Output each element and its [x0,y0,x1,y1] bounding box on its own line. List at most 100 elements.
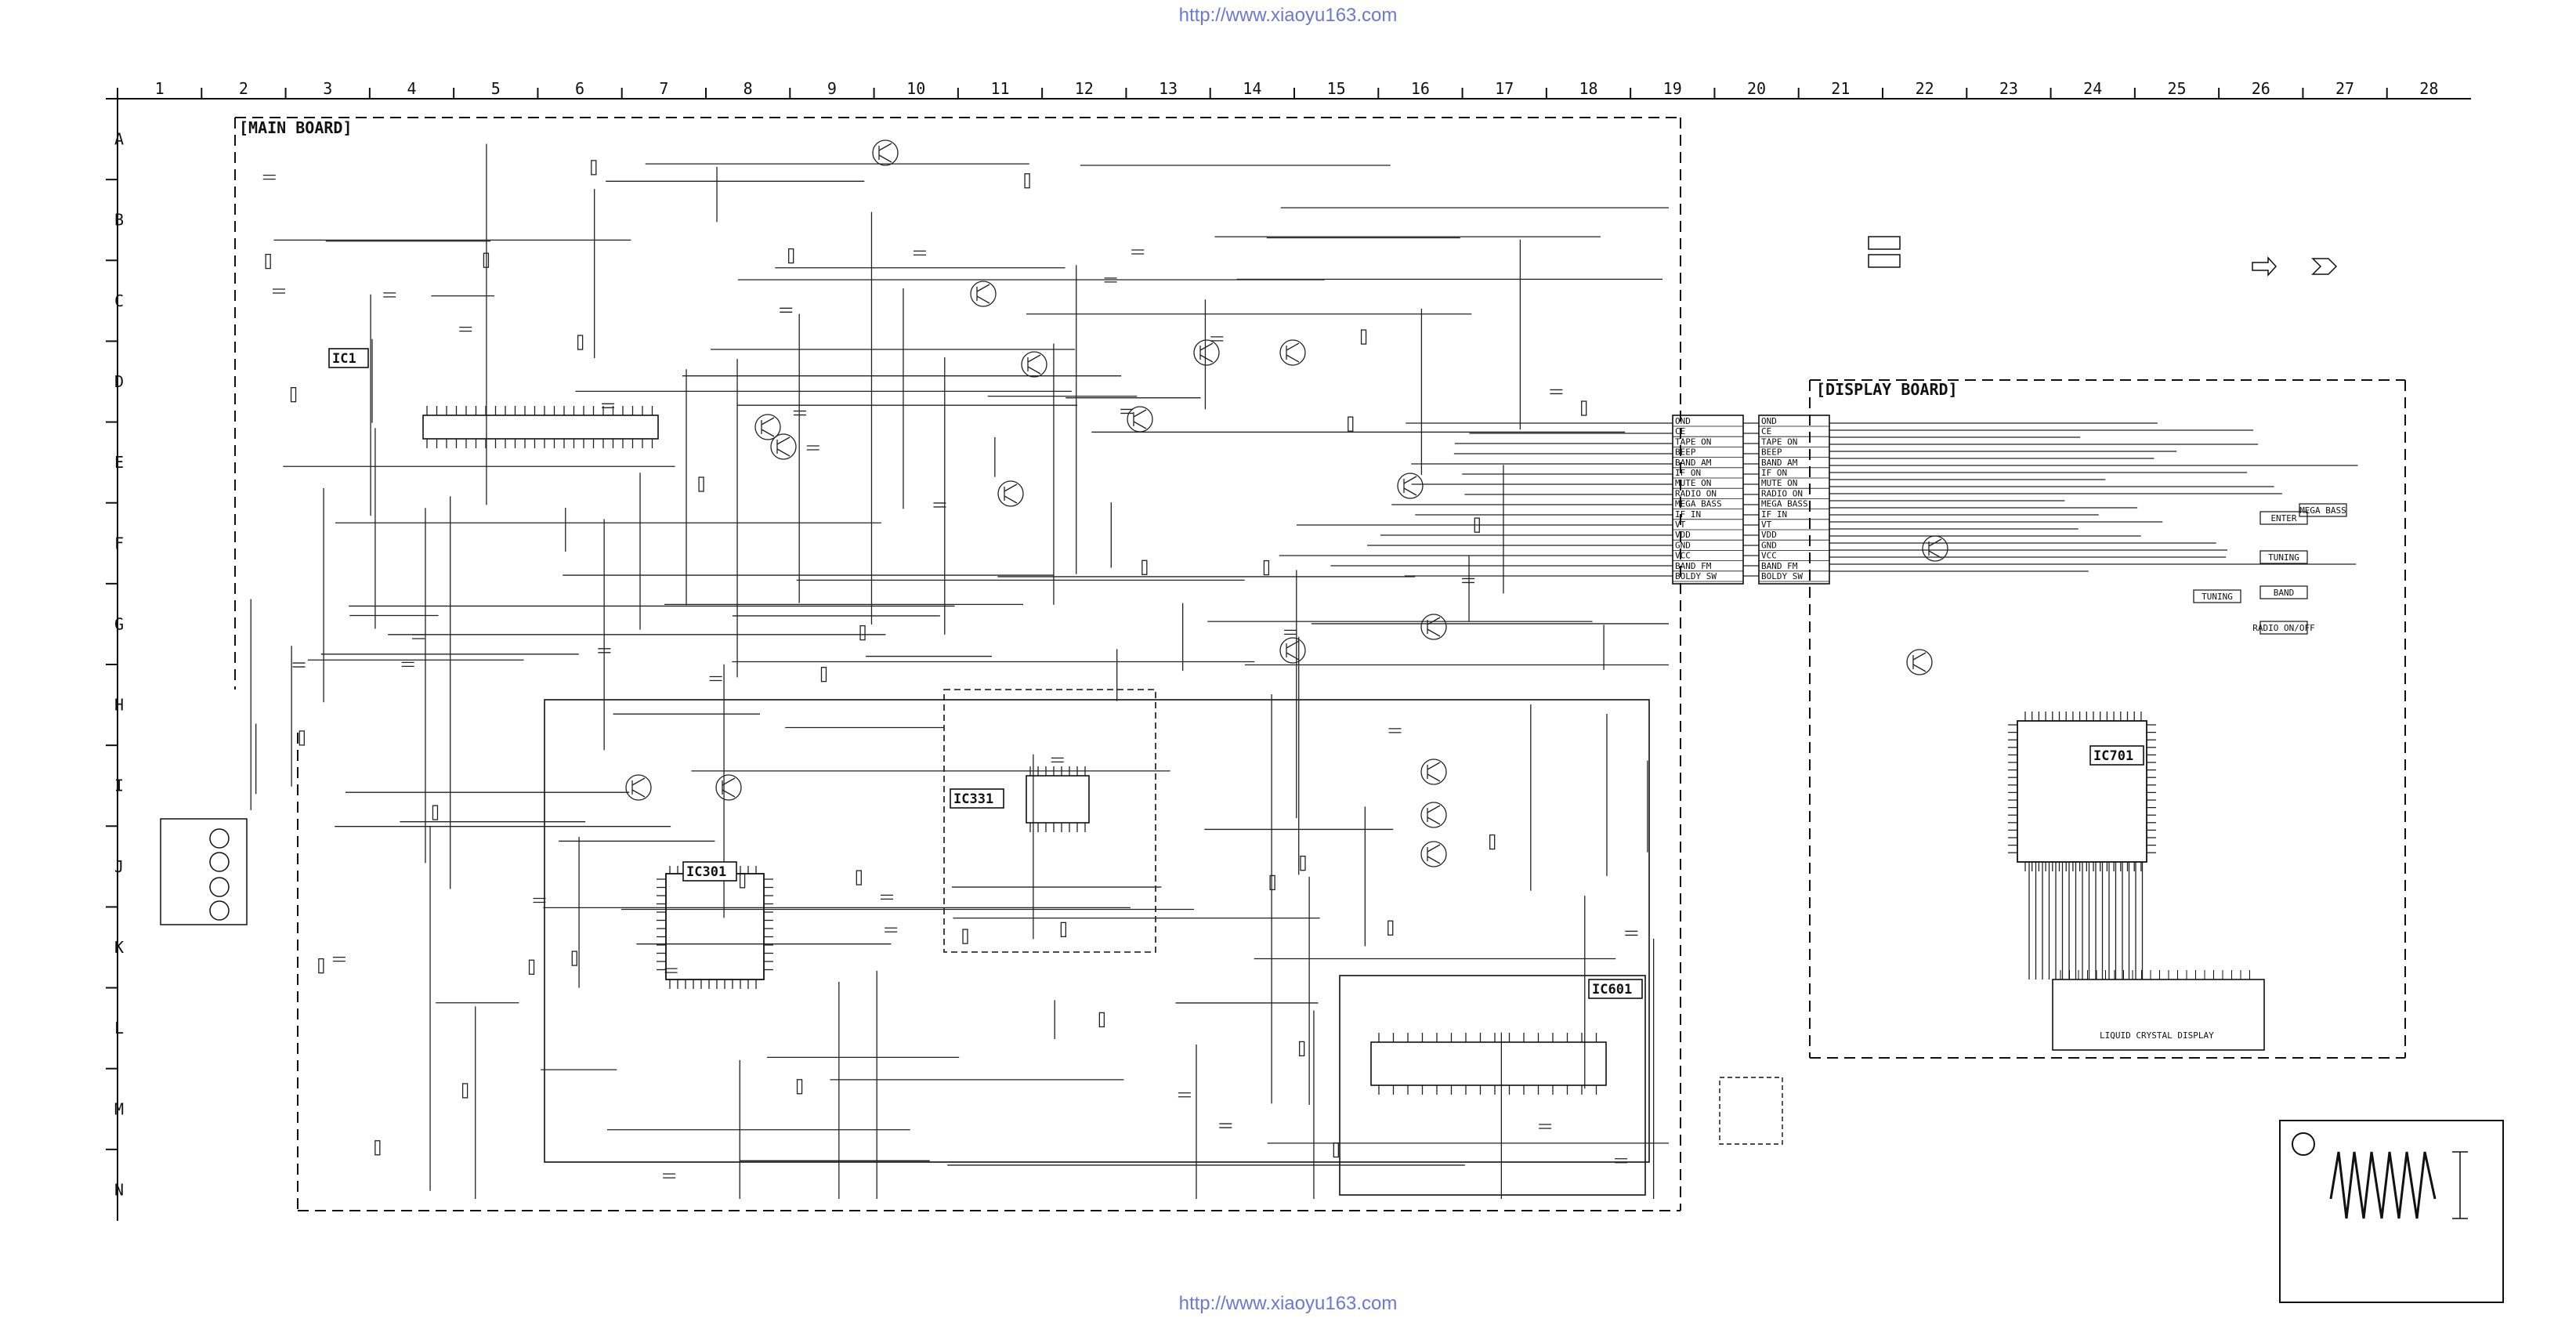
schematic-components [262,139,2156,1179]
grid-row-B: B [114,211,124,230]
cn802-pin-13: GND [1675,540,1691,550]
ic601-chip: IC601 [1370,979,1643,1086]
main-board-title: [MAIN BOARD] [239,118,353,137]
cn802-pin-6: IF ON [1675,468,1701,478]
cn701-pin-2: CE [1761,426,1771,436]
cn701-pin-15: BAND FM [1761,561,1798,571]
switch-s705-label: MEGA BASS [2299,505,2346,516]
cn802-pin-11: VT [1675,520,1686,530]
switch-s701-box [2259,511,2308,525]
grid-row-D: D [114,372,124,391]
ic701-chip: IC701 [2017,720,2147,863]
grid-column-21: 21 [1831,79,1850,98]
grid-row-E: E [114,453,124,472]
cn802-pin-8: RADIO ON [1675,488,1717,498]
switch-s702-label: TUNING [2268,552,2299,563]
grid-row-markers: A B C D E F G H I J K L M N [106,98,124,1199]
ic331-chip: IC331 [950,775,1090,824]
cn802-pin-4: BEEP [1675,447,1696,458]
cn701-pin-6: IF ON [1761,468,1787,478]
cn701-pin-9: MEGA BASS [1761,499,1808,509]
cn802-pin-14: VCC [1675,551,1691,561]
grid-row-H: H [114,696,124,715]
grid-column-14: 14 [1243,79,1261,98]
grid-column-1: 1 [155,79,165,98]
cn802-pin-9: MEGA BASS [1675,499,1722,509]
playback-head [160,818,248,925]
grid-column-5: 5 [491,79,501,98]
watermark-url-top[interactable]: http://www.xiaoyu163.com [1178,5,1398,26]
waveform-inset [2279,1120,2504,1303]
ic301-chip: IC301 [665,861,765,980]
display-board-title: [DISPLAY BOARD] [1816,380,1958,399]
cn701-pin-1: OND [1761,416,1777,426]
grid-column-22: 22 [1916,79,1934,98]
switch-s702-box [2259,550,2308,564]
cn802-pin-12: VDD [1675,530,1691,540]
cn701-pin-12: VDD [1761,530,1777,540]
grid-row-L: L [114,1019,124,1037]
grid-column-9: 9 [827,79,837,98]
cn802-pin-10: IF IN [1675,509,1701,520]
grid-column-27: 27 [2335,79,2354,98]
grid-column-19: 19 [1663,79,1682,98]
capstan-motor [1719,1077,1783,1145]
cn802-pin-3: TAPE ON [1675,436,1711,447]
cn802-pin-16: BOLDY SW [1675,571,1717,581]
grid-row-N: N [114,1180,124,1199]
grid-column-12: 12 [1075,79,1094,98]
legend-boxes [1868,236,2338,277]
cn701-pin-3: TAPE ON [1761,436,1797,447]
cn802-pin-2: CE [1675,426,1685,436]
grid-row-I: I [114,777,124,795]
lcd-label: LIQUID CRYSTAL DISPLAY [2100,1030,2214,1041]
cn802-pin-5: BAND AM [1675,458,1712,468]
grid-column-23: 23 [1999,79,2018,98]
grid-row-K: K [114,938,124,957]
ic301-label: IC301 [686,864,726,880]
ic1-label: IC1 [332,351,356,367]
main-board-outline [234,117,1681,1211]
switch-s704-box [2259,621,2308,635]
display-board-outline [1809,379,2406,1059]
cn802-pin-1: OND [1675,416,1691,426]
grid-column-17: 17 [1495,79,1514,98]
grid-column-25: 25 [2167,79,2186,98]
switch-s706-label: TUNING [2202,592,2233,602]
cn802-pin-15: BAND FM [1675,561,1712,571]
switch-s703-box [2259,585,2308,599]
cn701-pin-4: BEEP [1761,447,1782,458]
cn701-pin-13: GND [1761,540,1777,550]
grid-row-C: C [114,291,124,310]
ic1-chip: IC1 [328,348,659,440]
cn701-pin-10: IF IN [1761,509,1787,520]
grid-row-F: F [114,534,124,552]
switch-s706-box [2193,589,2241,603]
grid-column-4: 4 [407,79,416,98]
grid-column-8: 8 [743,79,753,98]
grid-column-13: 13 [1159,79,1178,98]
grid-column-18: 18 [1579,79,1597,98]
grid-column-6: 6 [575,79,584,98]
grid-column-10: 10 [906,79,925,98]
grid-column-11: 11 [990,79,1009,98]
grid-column-2: 2 [239,79,248,98]
switch-s705-box [2299,503,2347,517]
watermark-url-bottom[interactable]: http://www.xiaoyu163.com [1178,1293,1398,1314]
grid-column-3: 3 [323,79,332,98]
ic301-region-box [544,689,1650,1196]
ic601-label: IC601 [1592,982,1632,998]
cn701-pin-16: BOLDY SW [1761,571,1803,581]
grid-column-7: 7 [659,79,668,98]
grid-row-M: M [114,1099,124,1118]
lcd-display: LIQUID CRYSTAL DISPLAY [2052,970,2265,1051]
grid-row-J: J [114,857,124,876]
schematic-wiring [250,143,2358,1199]
cn802-pin-7: MUTE ON [1675,478,1711,488]
grid-row-G: G [114,614,124,633]
grid-row-A: A [114,130,124,149]
cn701-pin-8: RADIO ON [1761,488,1803,498]
switch-s704-label: RADIO ON/OFF [2252,623,2314,633]
